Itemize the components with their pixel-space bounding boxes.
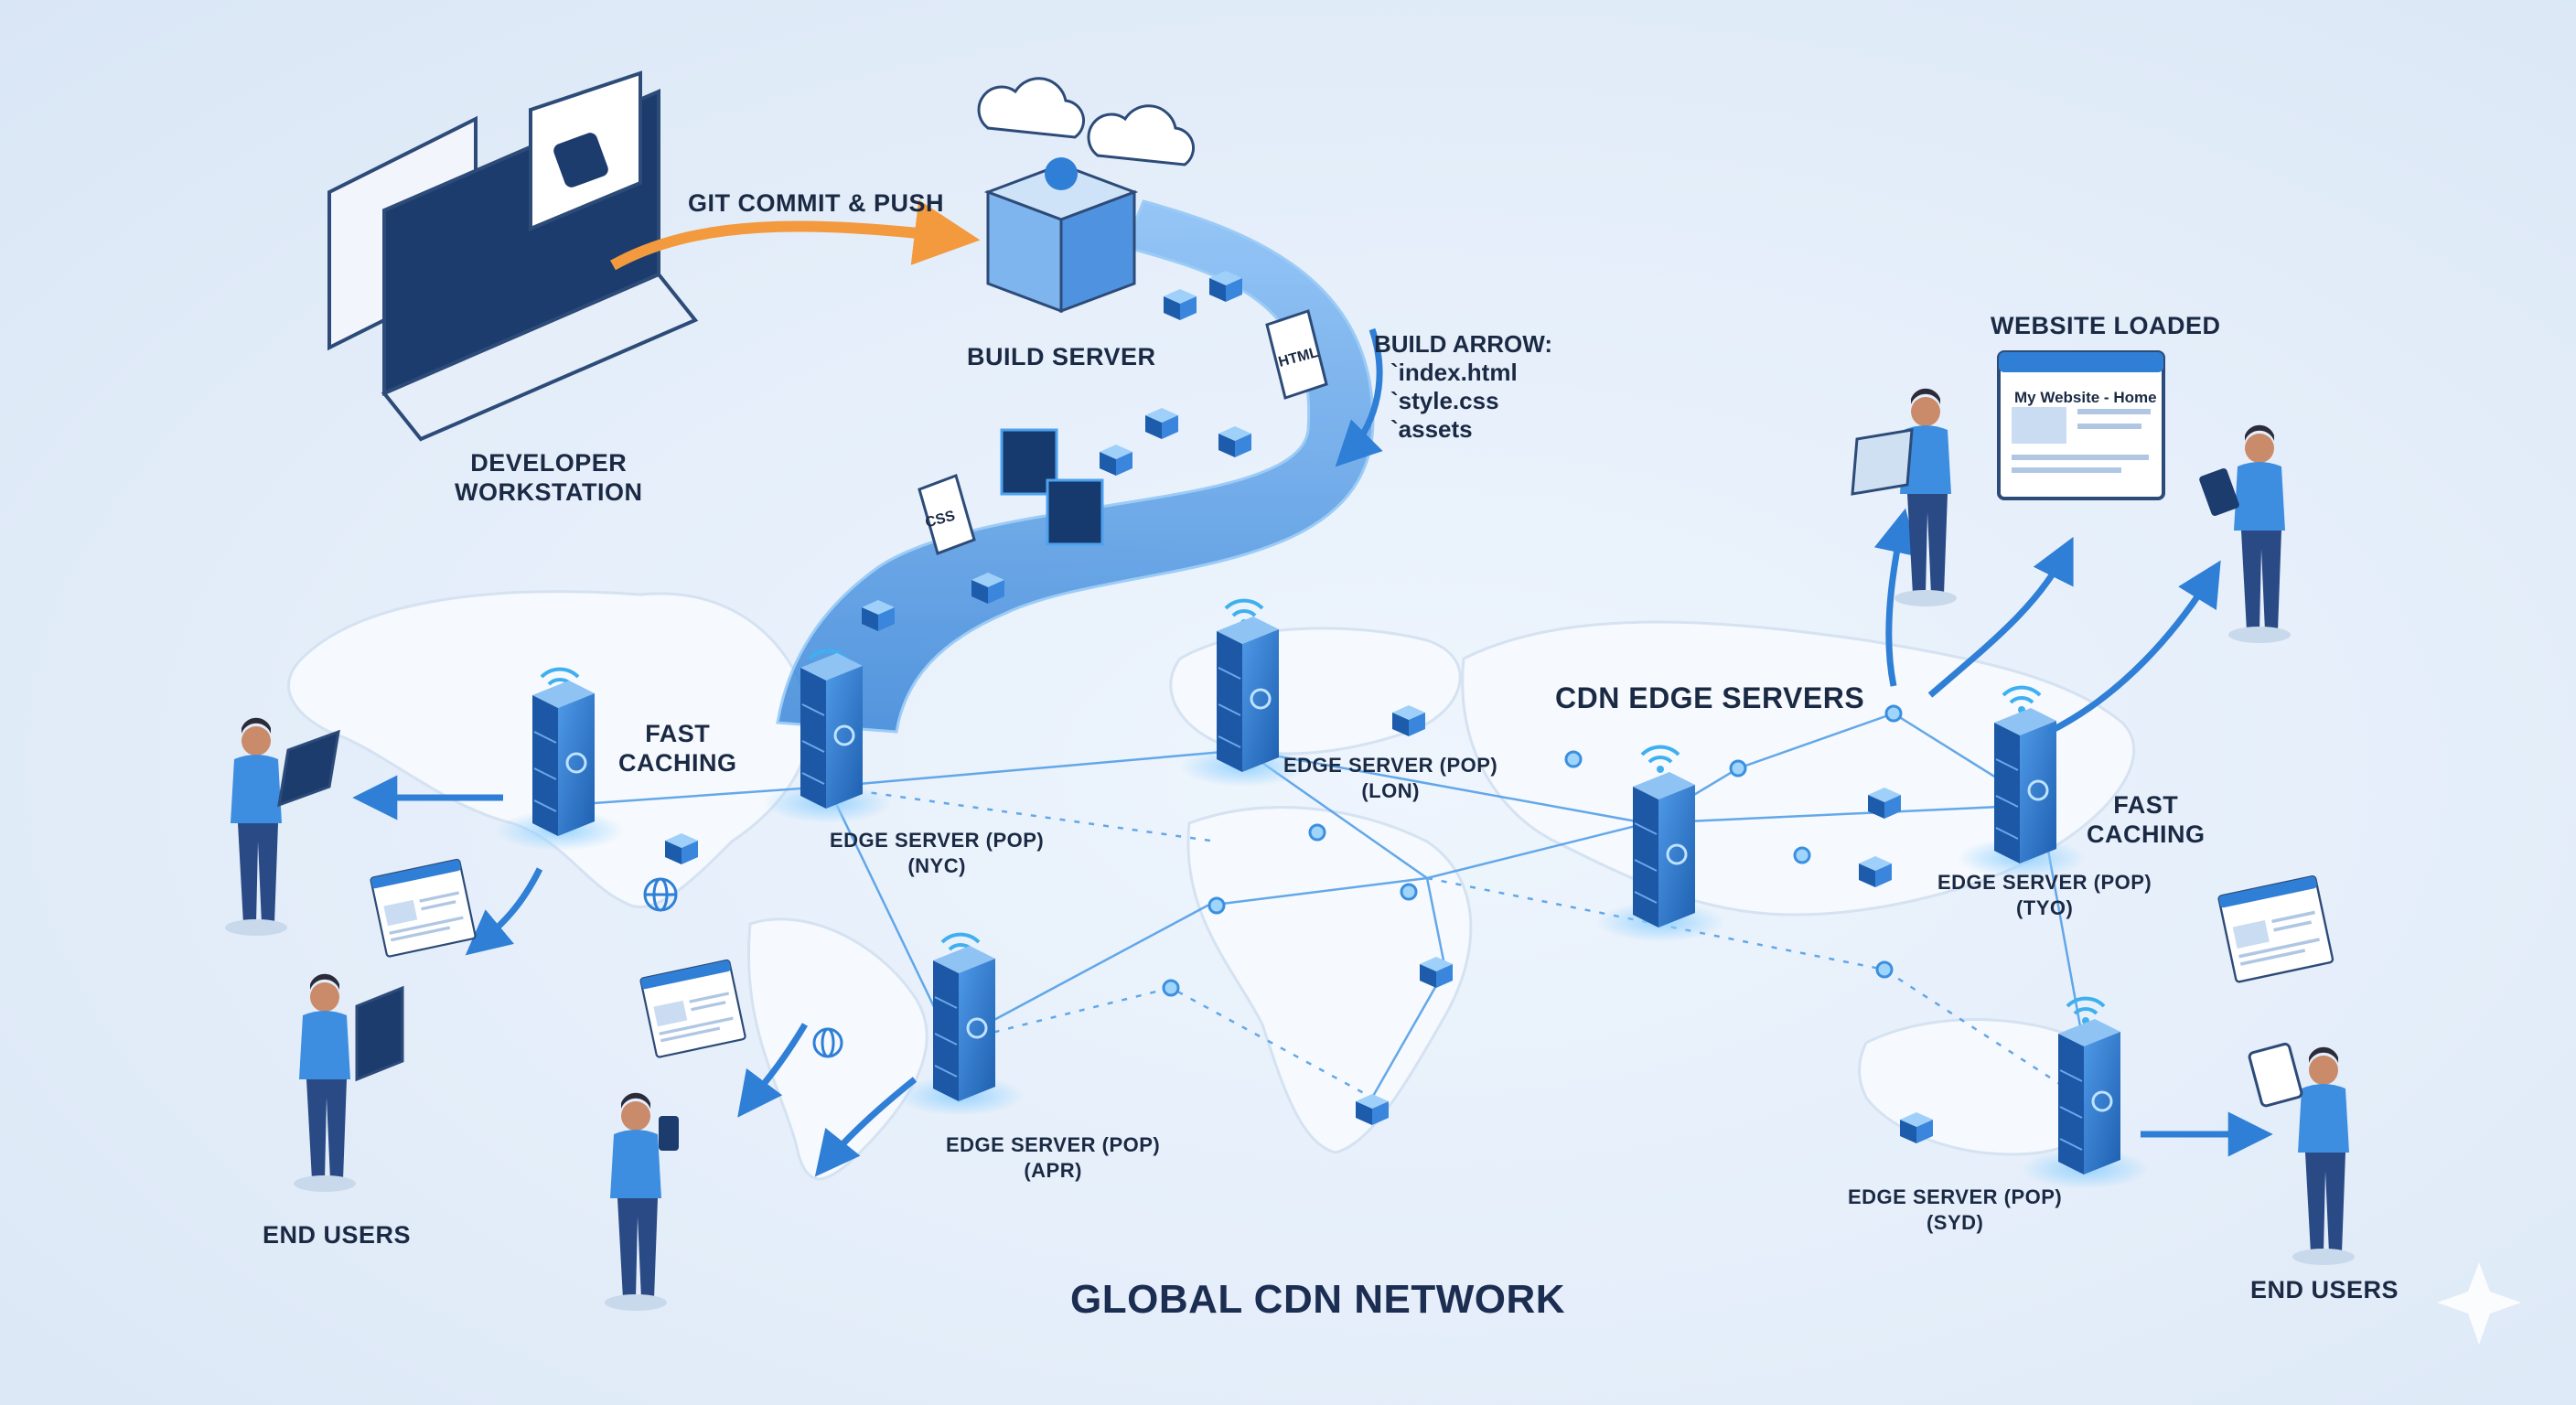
globe-icon: [643, 877, 843, 1058]
sparkle-icon: [2437, 1262, 2521, 1345]
edge-apr-line1: EDGE SERVER (POP): [946, 1133, 1161, 1156]
build-file-index: `index.html: [1390, 359, 1518, 386]
end-users-left-label: END USERS: [263, 1221, 412, 1249]
edge-syd-label: EDGE SERVER (POP) (SYD): [1848, 1185, 2062, 1236]
build-arrow-title: BUILD ARROW:: [1374, 330, 1552, 358]
edge-lon-line2: (LON): [1361, 779, 1420, 802]
person-icon-top-laptop: [1851, 388, 1957, 606]
build-file-assets: `assets: [1390, 415, 1473, 443]
git-commit-label: GIT COMMIT & PUSH: [688, 189, 944, 217]
edge-nyc-line1: EDGE SERVER (POP): [830, 829, 1045, 852]
fast-caching-right-line1: FAST: [2113, 791, 2179, 819]
browser-window-icon-top: [1997, 350, 2165, 500]
developer-workstation-label: DEVELOPER WORKSTATION: [455, 448, 642, 507]
edge-apr-line2: (APR): [1024, 1159, 1082, 1182]
edge-nyc-line2: (NYC): [907, 854, 966, 877]
person-icon-left-bottom: [294, 973, 404, 1192]
website-loaded-label: WEBSITE LOADED: [1991, 312, 2221, 339]
fast-caching-left-label: FAST CACHING: [618, 719, 737, 778]
network-links: [566, 712, 2097, 1109]
edge-syd-line1: EDGE SERVER (POP): [1848, 1185, 2063, 1208]
fast-caching-right-label: FAST CACHING: [2087, 790, 2206, 849]
tablet-icon: [2199, 468, 2239, 516]
code-panels: [1000, 428, 1104, 546]
edge-syd-line2: (SYD): [1926, 1211, 1984, 1234]
laptop-icon: [327, 70, 699, 442]
delivery-arrows: [352, 508, 2273, 1177]
person-icon-left-top: [225, 717, 340, 936]
build-arrow: [1335, 327, 1383, 467]
end-users-right-label: END USERS: [2250, 1276, 2399, 1303]
developer-label-line2: WORKSTATION: [455, 478, 643, 506]
south-america-land: [746, 917, 928, 1181]
person-icon-right-tablet: [2248, 1042, 2355, 1265]
edge-tyo-line1: EDGE SERVER (POP): [1937, 871, 2152, 894]
browser-window-icon-mid: [639, 959, 747, 1059]
laptop-icon: [1851, 428, 1914, 496]
browser-title-top: My Website - Home: [2014, 389, 2157, 406]
global-cdn-network-title: GLOBAL CDN NETWORK: [1070, 1277, 1566, 1322]
edge-tyo-label: EDGE SERVER (POP) (TYO): [1937, 870, 2152, 921]
network-nodes: [1162, 704, 1903, 997]
edge-nyc-label: EDGE SERVER (POP) (NYC): [830, 828, 1044, 879]
build-server-icon: [983, 157, 1139, 314]
laptop-icon: [277, 729, 340, 808]
css-file-icon: CSS: [918, 474, 976, 555]
deploy-stream: [776, 199, 1375, 734]
edge-apr-label: EDGE SERVER (POP) (APR): [946, 1132, 1160, 1184]
browser-window-icon-right: [2216, 874, 2334, 984]
phone-icon: [659, 1116, 679, 1151]
africa-land: [1186, 806, 1473, 1154]
person-icon-top-tablet: [2199, 424, 2291, 643]
developer-label-line1: DEVELOPER: [470, 449, 628, 477]
tablet-icon: [2248, 1042, 2303, 1108]
fast-caching-right-line2: CACHING: [2087, 820, 2206, 848]
html-file-icon: HTML: [1265, 309, 1328, 400]
build-server-label: BUILD SERVER: [967, 343, 1156, 370]
fast-caching-left-line1: FAST: [645, 720, 711, 747]
cloud-icon: [977, 77, 1195, 166]
edge-tyo-line2: (TYO): [2015, 896, 2074, 919]
build-file-style: `style.css: [1390, 387, 1499, 414]
git-push-arrow: [610, 199, 981, 271]
edge-lon-line1: EDGE SERVER (POP): [1283, 754, 1498, 777]
git-icon: [553, 133, 608, 188]
europe-land: [1169, 627, 1462, 756]
browser-window-icon-left: [369, 858, 478, 959]
laptop-icon: [355, 985, 404, 1082]
cdn-edge-servers-label: CDN EDGE SERVERS: [1555, 681, 1865, 714]
edge-lon-label: EDGE SERVER (POP) (LON): [1283, 753, 1497, 804]
fast-caching-left-line2: CACHING: [618, 749, 737, 777]
build-arrow-label: BUILD ARROW: `index.html `style.css `ass…: [1374, 330, 1552, 444]
person-icon-phone: [605, 1092, 679, 1311]
